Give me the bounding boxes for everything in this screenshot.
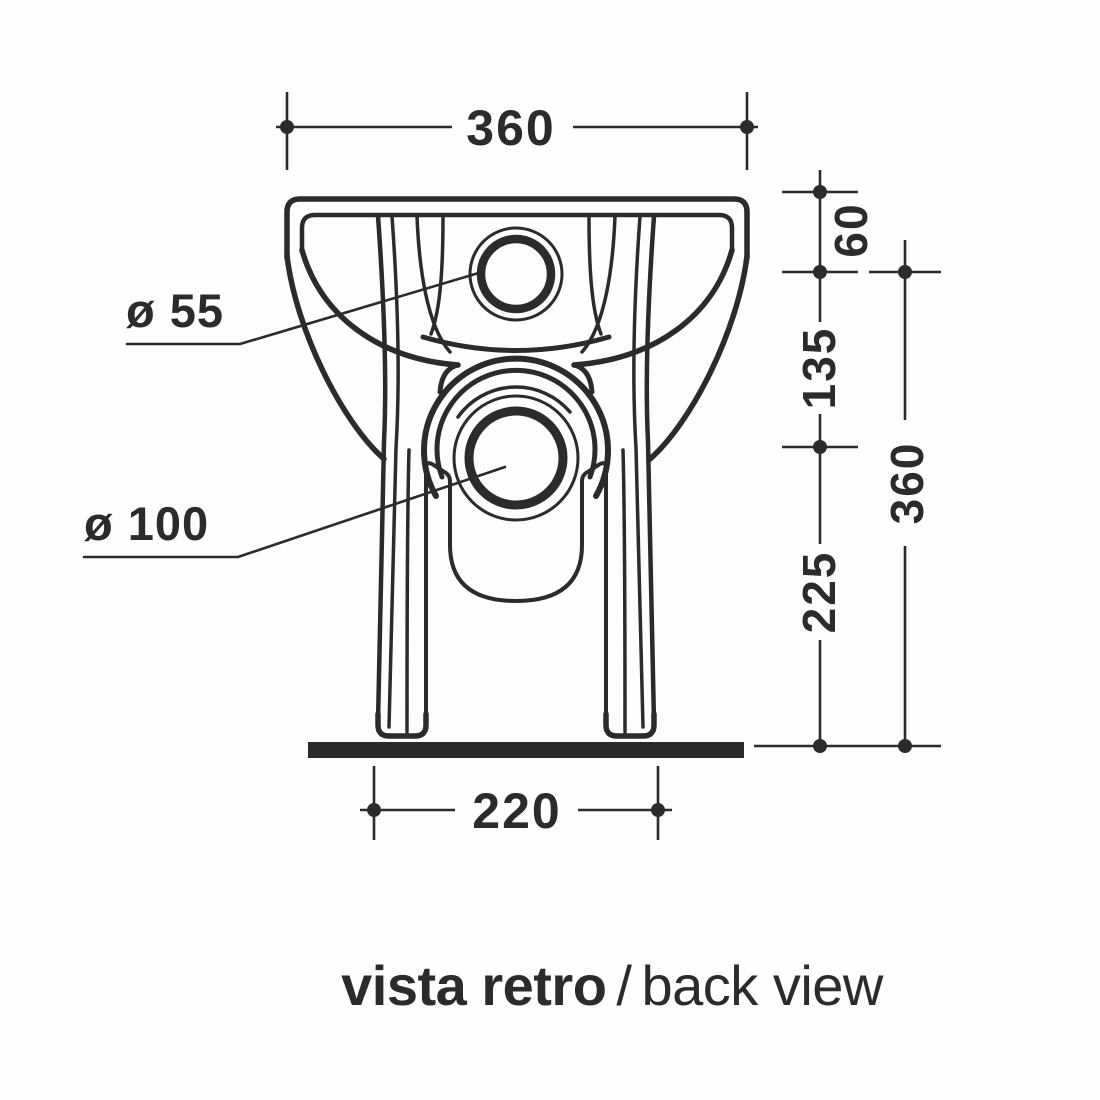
outlet-crescent-arc (456, 385, 572, 419)
rim-band-inner-outline (299, 212, 735, 255)
dimension-dot (367, 803, 381, 817)
left-wing-inner-curve (299, 247, 461, 368)
view-caption: vista retro/back view (341, 958, 883, 1014)
dimension-dot (740, 120, 754, 134)
inlet-hole-outer-thin-ring (468, 226, 564, 322)
dimension-dot (813, 265, 827, 279)
right-leg-inner-line (621, 448, 627, 734)
dimension-label-overall-width: 360 (466, 100, 556, 156)
outlet-hole-outer-thin-ring (452, 394, 580, 522)
dimension-dot (898, 265, 912, 279)
dimension-label-base-width: 220 (472, 783, 562, 839)
bowl-bulge-outer-arc (421, 355, 611, 499)
rim-band-outer-outline (284, 196, 750, 261)
dimension-dot (280, 120, 294, 134)
right-foot-outline (603, 711, 657, 739)
dimension-label-overall-height: 360 (881, 441, 933, 525)
right-pedestal-outer-line (644, 213, 657, 725)
caption-separator: / (616, 954, 632, 1017)
trapway-sump-outline (424, 461, 608, 730)
dimension-dot (813, 440, 827, 454)
outlet-diameter-label: ø 100 (84, 497, 210, 550)
dimension-label-rim-to-inlet: 60 (825, 202, 877, 258)
floor-line (308, 742, 744, 758)
left-leg-inner-line (405, 448, 411, 734)
right-pedestal-second-line (632, 214, 645, 729)
dimension-label-outlet-to-floor: 225 (793, 550, 845, 634)
left-pedestal-outer-line (375, 213, 388, 725)
deck-bottom-arc (420, 334, 612, 353)
outlet-leader-line (82, 465, 507, 559)
bowl-bulge-inner-arc (434, 367, 598, 480)
caption-italian: vista retro (341, 954, 607, 1017)
right-wing-inner-curve (571, 247, 735, 368)
inlet-diameter-label: ø 55 (126, 284, 225, 337)
right-subpanel-line (587, 214, 603, 336)
dimension-dot (898, 739, 912, 753)
dimension-label-inlet-to-outlet: 135 (793, 326, 845, 410)
dimension-dot (813, 185, 827, 199)
inlet-leader-line (125, 270, 484, 346)
left-pedestal-second-line (387, 214, 400, 729)
outlet-hole-thick-ring (464, 406, 568, 510)
left-wing-outer-curve (284, 253, 387, 462)
right-cusp-curve (571, 362, 595, 395)
left-foot-outline (375, 711, 429, 739)
inlet-hole-thick-ring (476, 234, 556, 314)
left-cusp-curve (437, 362, 461, 395)
caption-english: back view (641, 954, 883, 1017)
right-wing-outer-curve (647, 253, 750, 462)
dimension-dot (813, 739, 827, 753)
dimension-dot (651, 803, 665, 817)
